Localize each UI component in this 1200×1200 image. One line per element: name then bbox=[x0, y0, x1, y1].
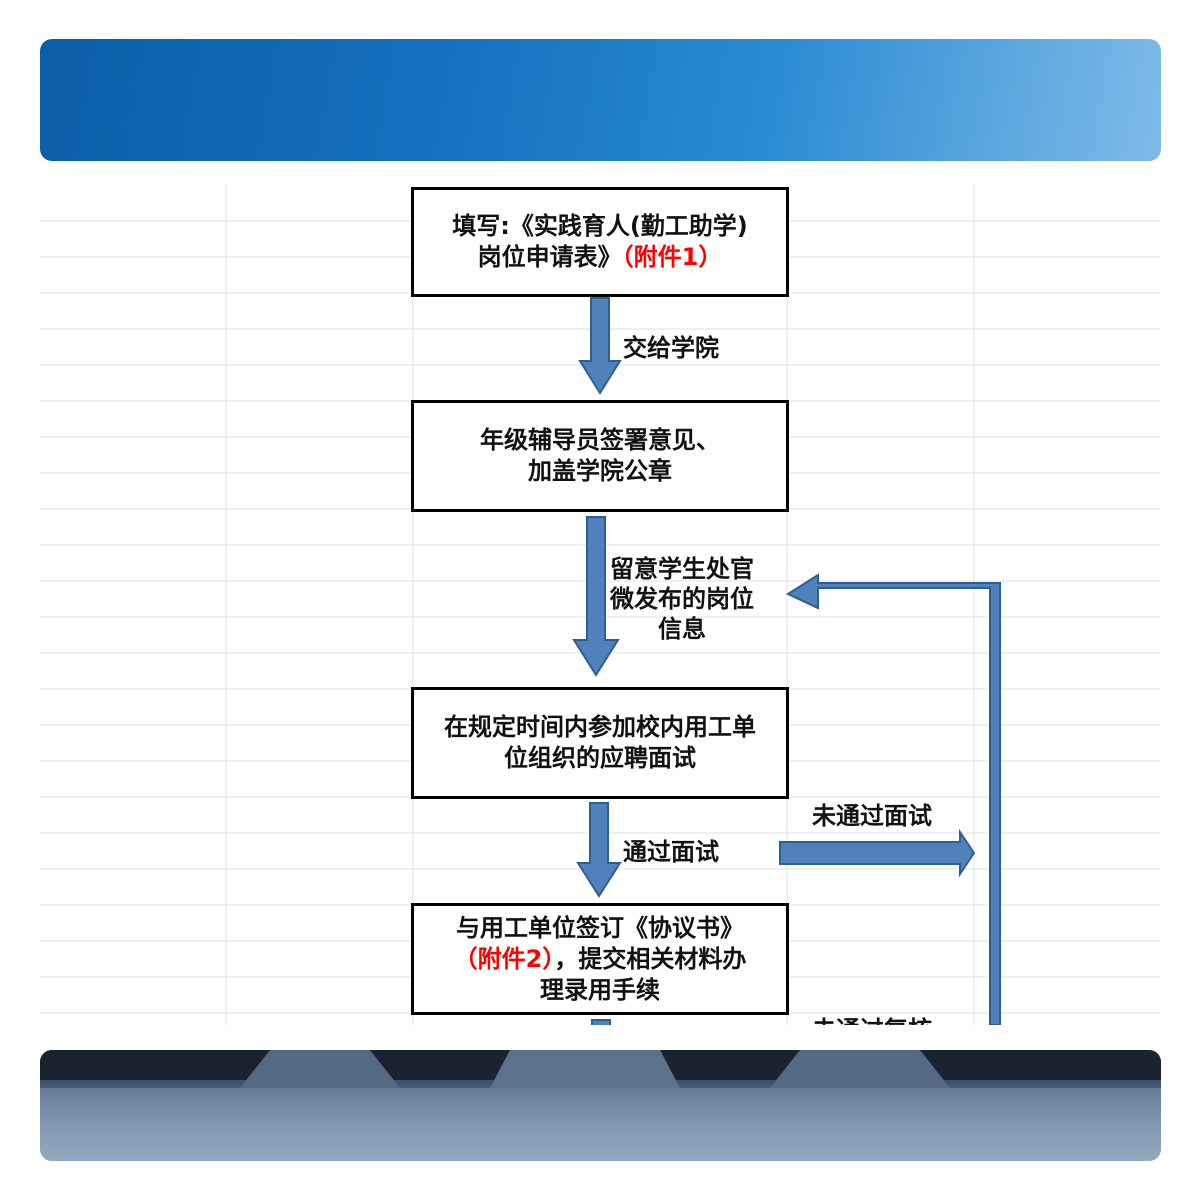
step4-line1: 与用工单位签订《协议书》 bbox=[455, 913, 744, 942]
step-apply-form: 填写:《实践育人(勤工助学) 岗位申请表》（附件1） bbox=[411, 187, 789, 297]
arrow-down-1 bbox=[578, 297, 622, 395]
edge2-line2: 微发布的岗位 bbox=[610, 585, 754, 613]
edge-label-submit-college: 交给学院 bbox=[623, 334, 719, 362]
step4-line2: ，提交相关材料办 bbox=[554, 944, 747, 973]
edge-label-failed-interview: 未通过面试 bbox=[812, 802, 932, 830]
step2-line1: 年级辅导员签署意见、 bbox=[480, 426, 720, 454]
step3-line2: 位组织的应聘面试 bbox=[504, 744, 696, 772]
step4-line3: 理录用手续 bbox=[539, 975, 660, 1004]
attachment-1-label: （附件1） bbox=[621, 243, 723, 271]
arrow-down-2 bbox=[572, 516, 620, 677]
top-banner bbox=[40, 39, 1161, 161]
arrow-loop-back bbox=[785, 573, 1001, 1025]
edge2-line3: 信息 bbox=[658, 615, 706, 643]
step2-line2: 加盖学院公章 bbox=[528, 457, 672, 485]
attachment-2-label: （附件2） bbox=[453, 944, 555, 973]
step-sign-agreement: 与用工单位签订《协议书》 （附件2），提交相关材料办 理录用手续 bbox=[411, 903, 789, 1015]
arrow-down-4-partial bbox=[591, 1019, 611, 1025]
edge-label-passed-interview: 通过面试 bbox=[623, 838, 719, 866]
step1-line2: 岗位申请表》 bbox=[477, 243, 622, 271]
flow-arrows bbox=[572, 297, 1001, 1025]
bottom-banner-photo bbox=[40, 1050, 1161, 1161]
edge-label-failed-review-partial: 未通过复核 bbox=[812, 1015, 932, 1025]
step-counselor-sign: 年级辅导员签署意见、 加盖学院公章 bbox=[411, 400, 789, 512]
plaza-silhouette bbox=[40, 1050, 1161, 1161]
step-interview: 在规定时间内参加校内用工单 位组织的应聘面试 bbox=[411, 687, 789, 799]
step3-line1: 在规定时间内参加校内用工单 bbox=[444, 713, 756, 741]
edge-label-watch-postings: 留意学生处官 微发布的岗位 信息 bbox=[610, 554, 754, 644]
arrow-right-fail bbox=[779, 828, 976, 878]
flowchart-sheet: 填写:《实践育人(勤工助学) 岗位申请表》（附件1） 交给学院 年级辅导员签署意… bbox=[40, 185, 1161, 1025]
arrow-down-3 bbox=[576, 802, 622, 898]
edge2-line1: 留意学生处官 bbox=[610, 555, 754, 583]
step1-line1: 填写:《实践育人(勤工助学) bbox=[452, 212, 748, 240]
